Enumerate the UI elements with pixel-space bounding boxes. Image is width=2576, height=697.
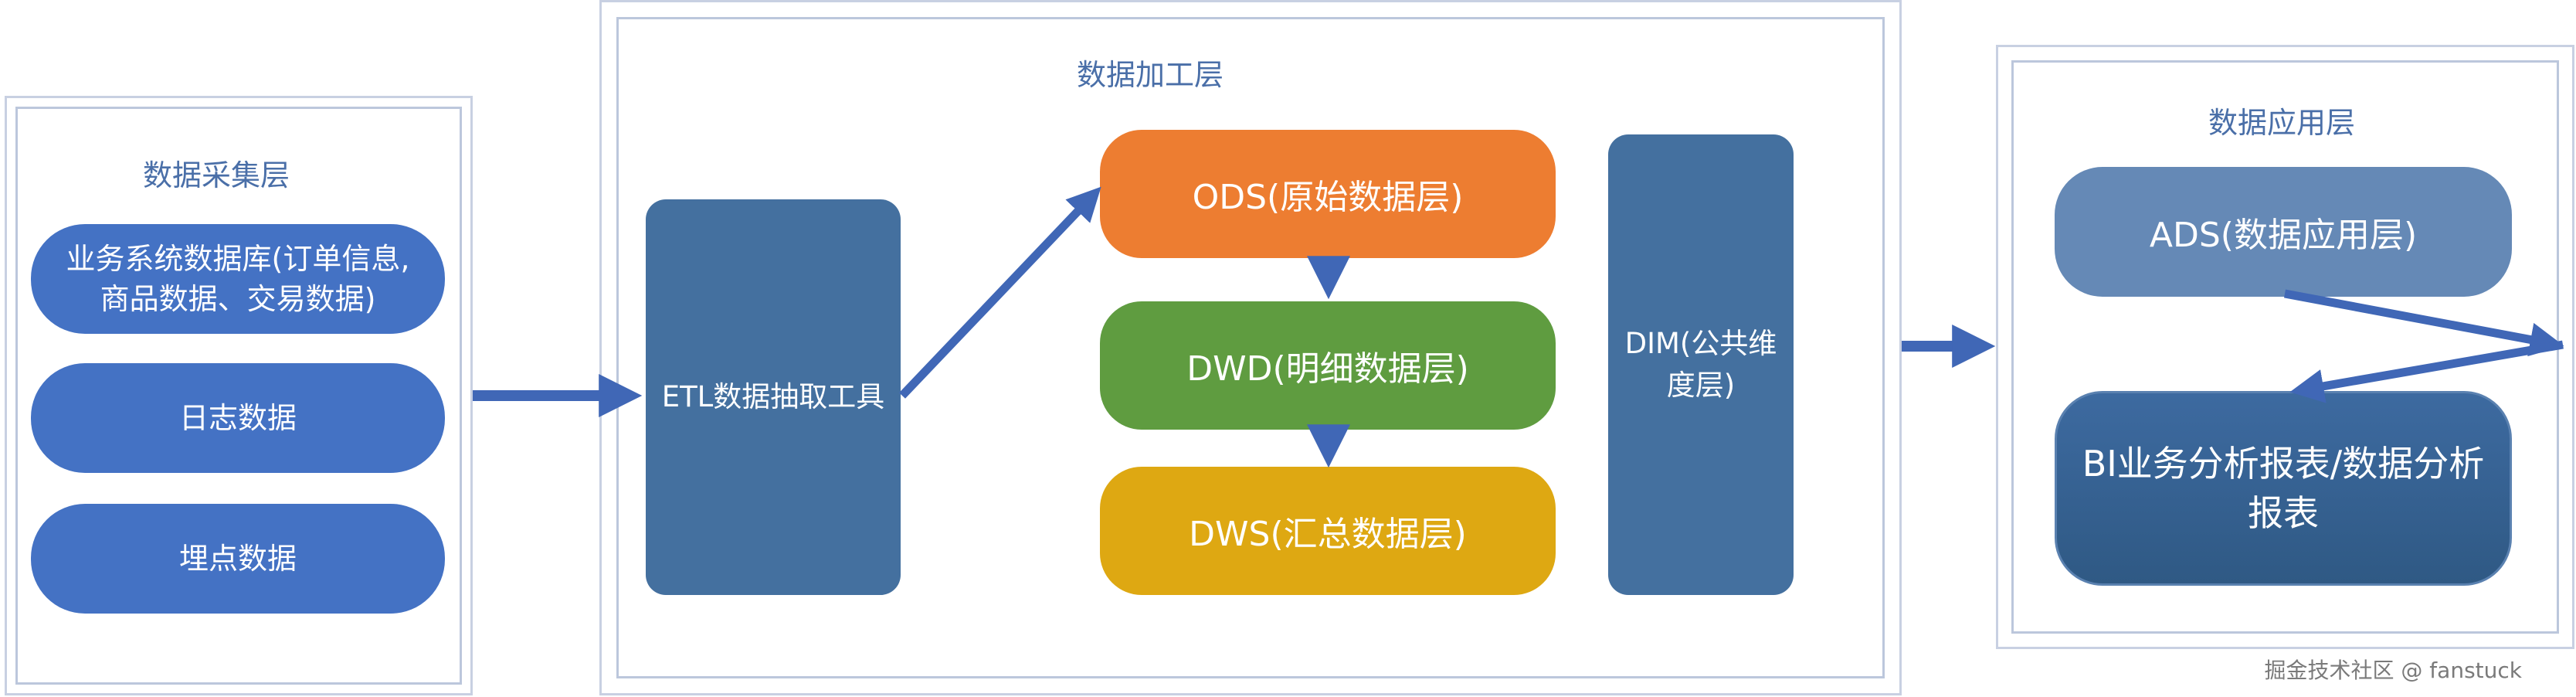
bi-analysis-report: BI业务分析报表/数据分析 报表 — [2055, 391, 2512, 586]
etl-extraction-tool: ETL数据抽取工具 — [646, 199, 901, 595]
dim-common-dimension-layer: DIM(公共维 度层) — [1608, 134, 1794, 595]
arrow-etl-to-ods — [899, 186, 1101, 399]
processing-layer-title: 数据加工层 — [1076, 58, 1224, 92]
watermark: 掘金技术社区 @ fanstuck — [2264, 658, 2523, 683]
ads-application-layer: ADS(数据应用层) — [2055, 167, 2512, 297]
dwd-detail-data-layer: DWD(明细数据层) — [1100, 301, 1556, 430]
ods-raw-data-layer: ODS(原始数据层) — [1100, 130, 1556, 258]
source-tracking-data: 埋点数据 — [31, 504, 445, 614]
application-layer-title: 数据应用层 — [2208, 106, 2355, 140]
source-log-data: 日志数据 — [31, 363, 445, 473]
arrow-ads-to-edge — [2283, 289, 2564, 357]
dws-summary-data-layer: DWS(汇总数据层) — [1100, 467, 1556, 595]
arrow-edge-to-bi — [2289, 340, 2564, 403]
collection-layer-title: 数据采集层 — [142, 158, 290, 192]
source-business-database: 业务系统数据库(订单信息, 商品数据、交易数据) — [31, 224, 445, 334]
